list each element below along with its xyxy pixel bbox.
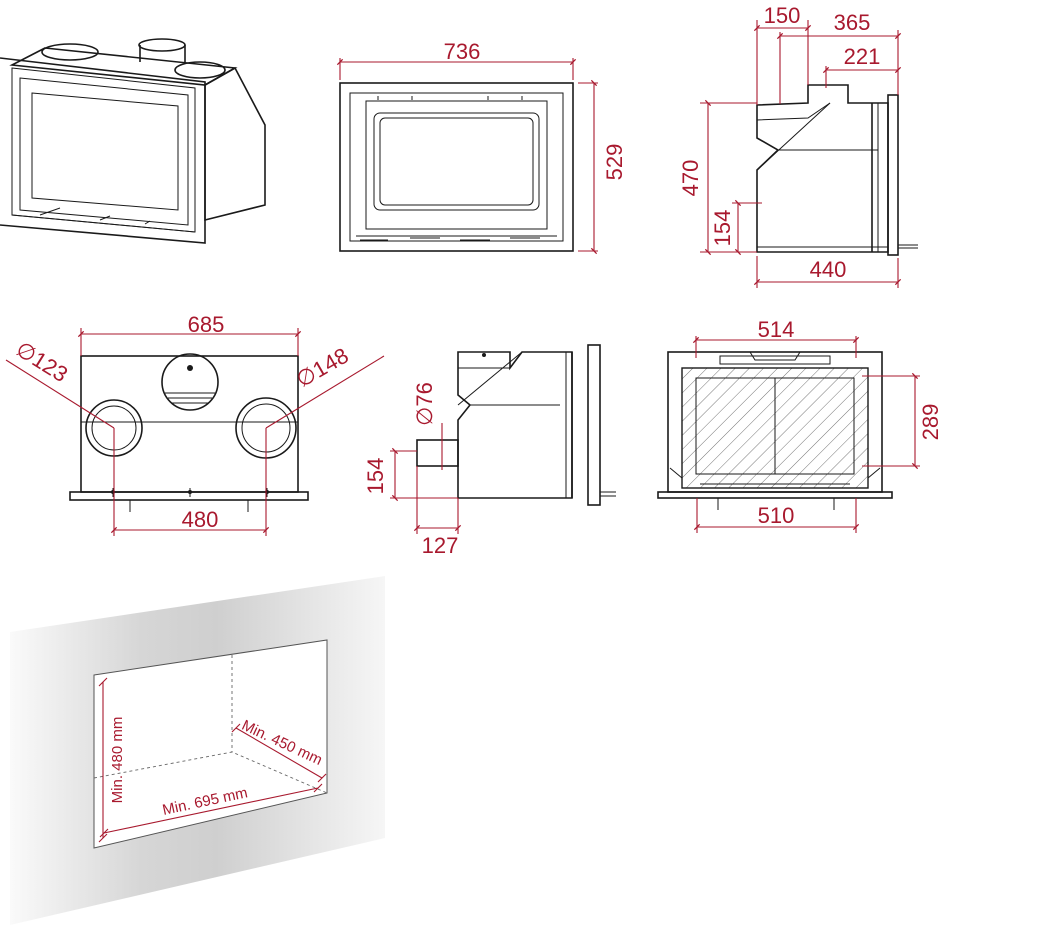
perspective-view: [0, 38, 266, 244]
top-width-label: 685: [188, 312, 225, 337]
section-bottom-width-label: 510: [758, 503, 795, 528]
niche-min-height-label: Min. 480 mm: [109, 717, 126, 804]
side-small-dia-label: ∅76: [412, 382, 437, 426]
top-view: 685 ∅123 ∅148 480: [5, 312, 385, 536]
side-dim-154: 154: [710, 210, 735, 247]
side-small-height-label: 154: [363, 458, 388, 495]
section-height-label: 289: [918, 404, 943, 441]
section-top-width-label: 514: [758, 317, 795, 342]
wall-niche-view: Min. 480 mm Min. 695 mm Min. 450 mm: [10, 576, 385, 925]
front-width-label: 736: [444, 39, 481, 64]
front-section-view: 514 289 510: [657, 317, 943, 533]
side-dim-470: 470: [678, 160, 703, 197]
side-dim-440: 440: [810, 257, 847, 282]
side-dim-221: 221: [844, 44, 881, 69]
top-dia-right-label: ∅148: [292, 343, 353, 393]
side-dim-365: 365: [834, 10, 871, 35]
top-spacing-label: 480: [182, 507, 219, 532]
front-height-label: 529: [602, 144, 627, 181]
side-view-small: ∅76 154 127: [363, 344, 616, 558]
side-view: 150 365 221 470 154 440: [678, 3, 918, 288]
top-dia-left-label: ∅123: [12, 336, 73, 387]
side-small-offset-label: 127: [422, 533, 459, 558]
side-dim-150: 150: [764, 3, 801, 28]
front-view: 736 529: [336, 39, 627, 255]
